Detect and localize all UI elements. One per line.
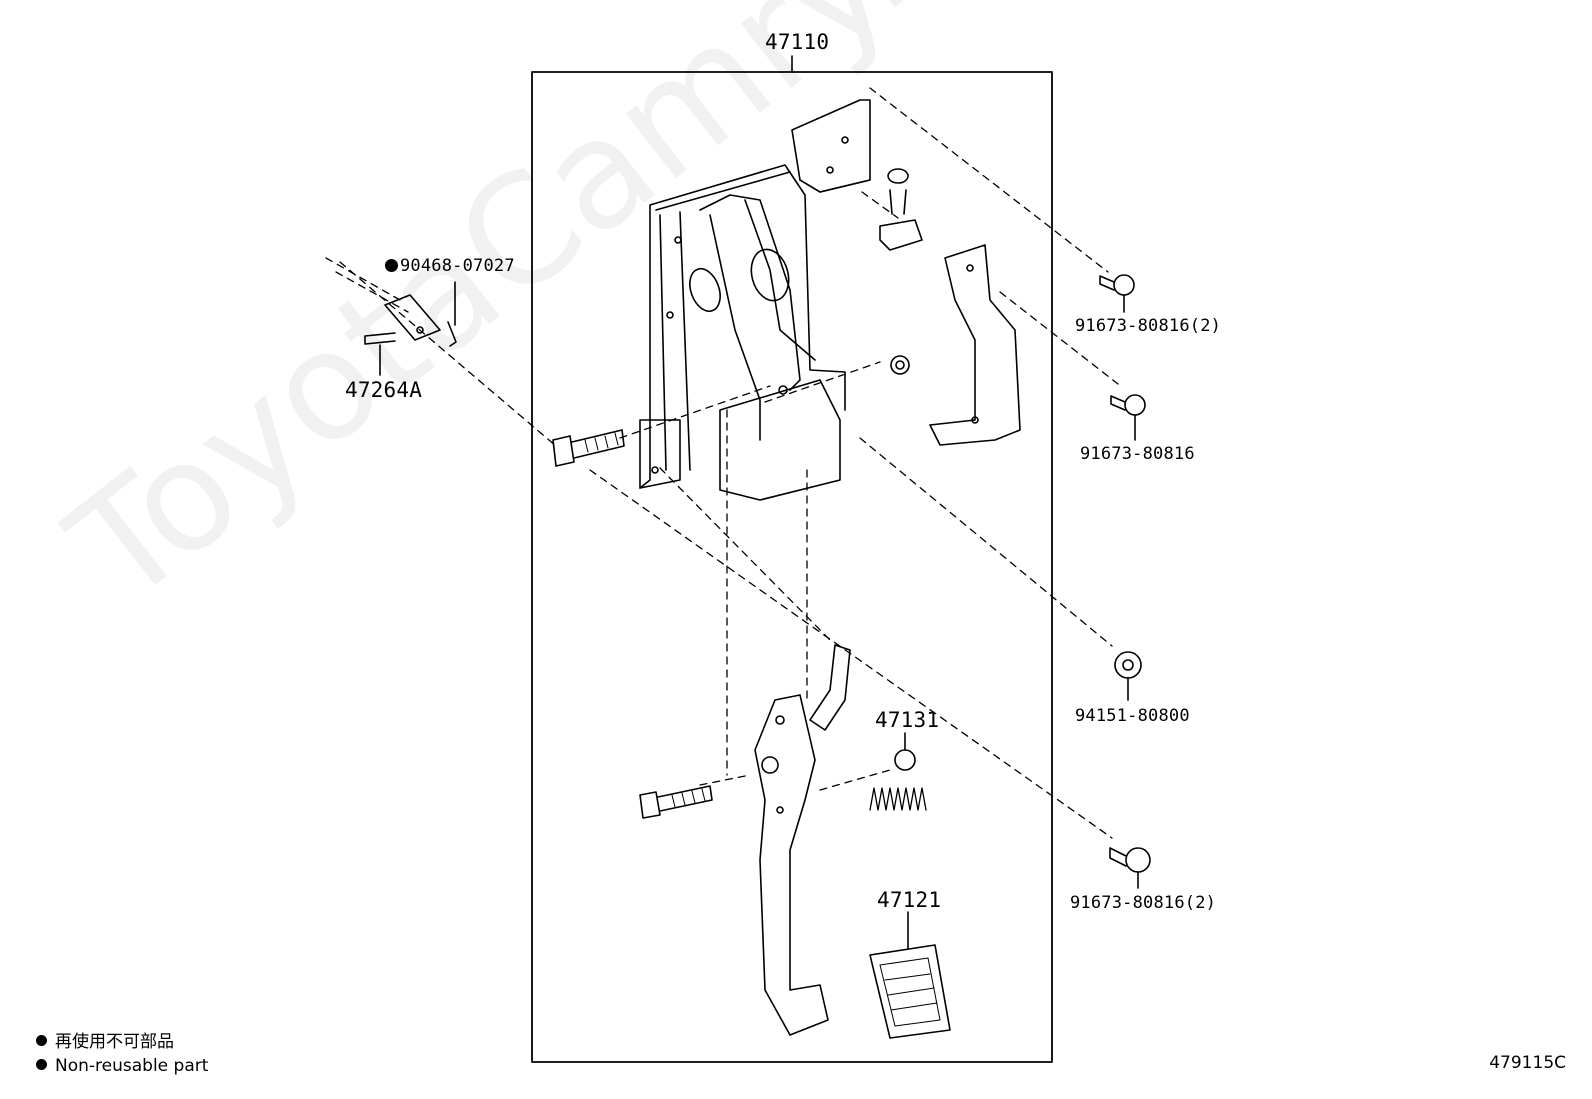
stopper: [894, 749, 916, 771]
clip-part-number: 90468-07027: [385, 258, 515, 275]
clip-label: 90468-07027: [400, 256, 515, 276]
bolt-top-part-number: 91673-80816(2): [1075, 316, 1222, 336]
pin-part-number: 47264A: [345, 378, 423, 402]
clip-90468: [447, 281, 457, 347]
return-spring: [869, 787, 927, 811]
bolt-91673-mid: [1110, 394, 1146, 441]
upper-bolt: [879, 168, 923, 251]
pedal-pad: [869, 944, 951, 1039]
assembly-part-number: 47110: [765, 30, 830, 54]
diagram-code: 479115C: [1489, 1053, 1566, 1073]
pivot-bolt-upper: [552, 429, 625, 467]
pivot-bolt-lower: [639, 785, 713, 819]
legend-japanese: 再使用不可部品: [36, 1034, 174, 1051]
legend-jp-text: 再使用不可部品: [55, 1032, 174, 1052]
bolt-mid-part-number: 91673-80816: [1080, 444, 1195, 464]
nut-part-number: 94151-80800: [1075, 706, 1190, 726]
legend-en-text: Non-reusable part: [55, 1056, 209, 1076]
spring-part-number: 47131: [875, 708, 940, 732]
legend-english: Non-reusable part: [36, 1058, 208, 1075]
clevis-pin: [364, 332, 396, 376]
side-stay: [929, 244, 1021, 446]
non-reusable-mark: [385, 259, 398, 272]
pushrod-clevis: [384, 294, 441, 341]
dashed-leaders: [325, 87, 1119, 839]
nut-94151: [1114, 651, 1142, 701]
legend-bullet: [36, 1059, 47, 1070]
pad-part-number: 47121: [877, 888, 942, 912]
bolt-91673-top: [1099, 274, 1135, 313]
legend-bullet: [36, 1035, 47, 1046]
pedal-bracket: [639, 99, 871, 501]
nut-bracket-side: [890, 355, 910, 375]
assembly-frame: [531, 71, 1053, 1063]
bolt-bottom-part-number: 91673-80816(2): [1070, 893, 1217, 913]
bolt-91673-bottom: [1109, 847, 1151, 889]
brake-pedal-arm: [754, 644, 851, 1036]
